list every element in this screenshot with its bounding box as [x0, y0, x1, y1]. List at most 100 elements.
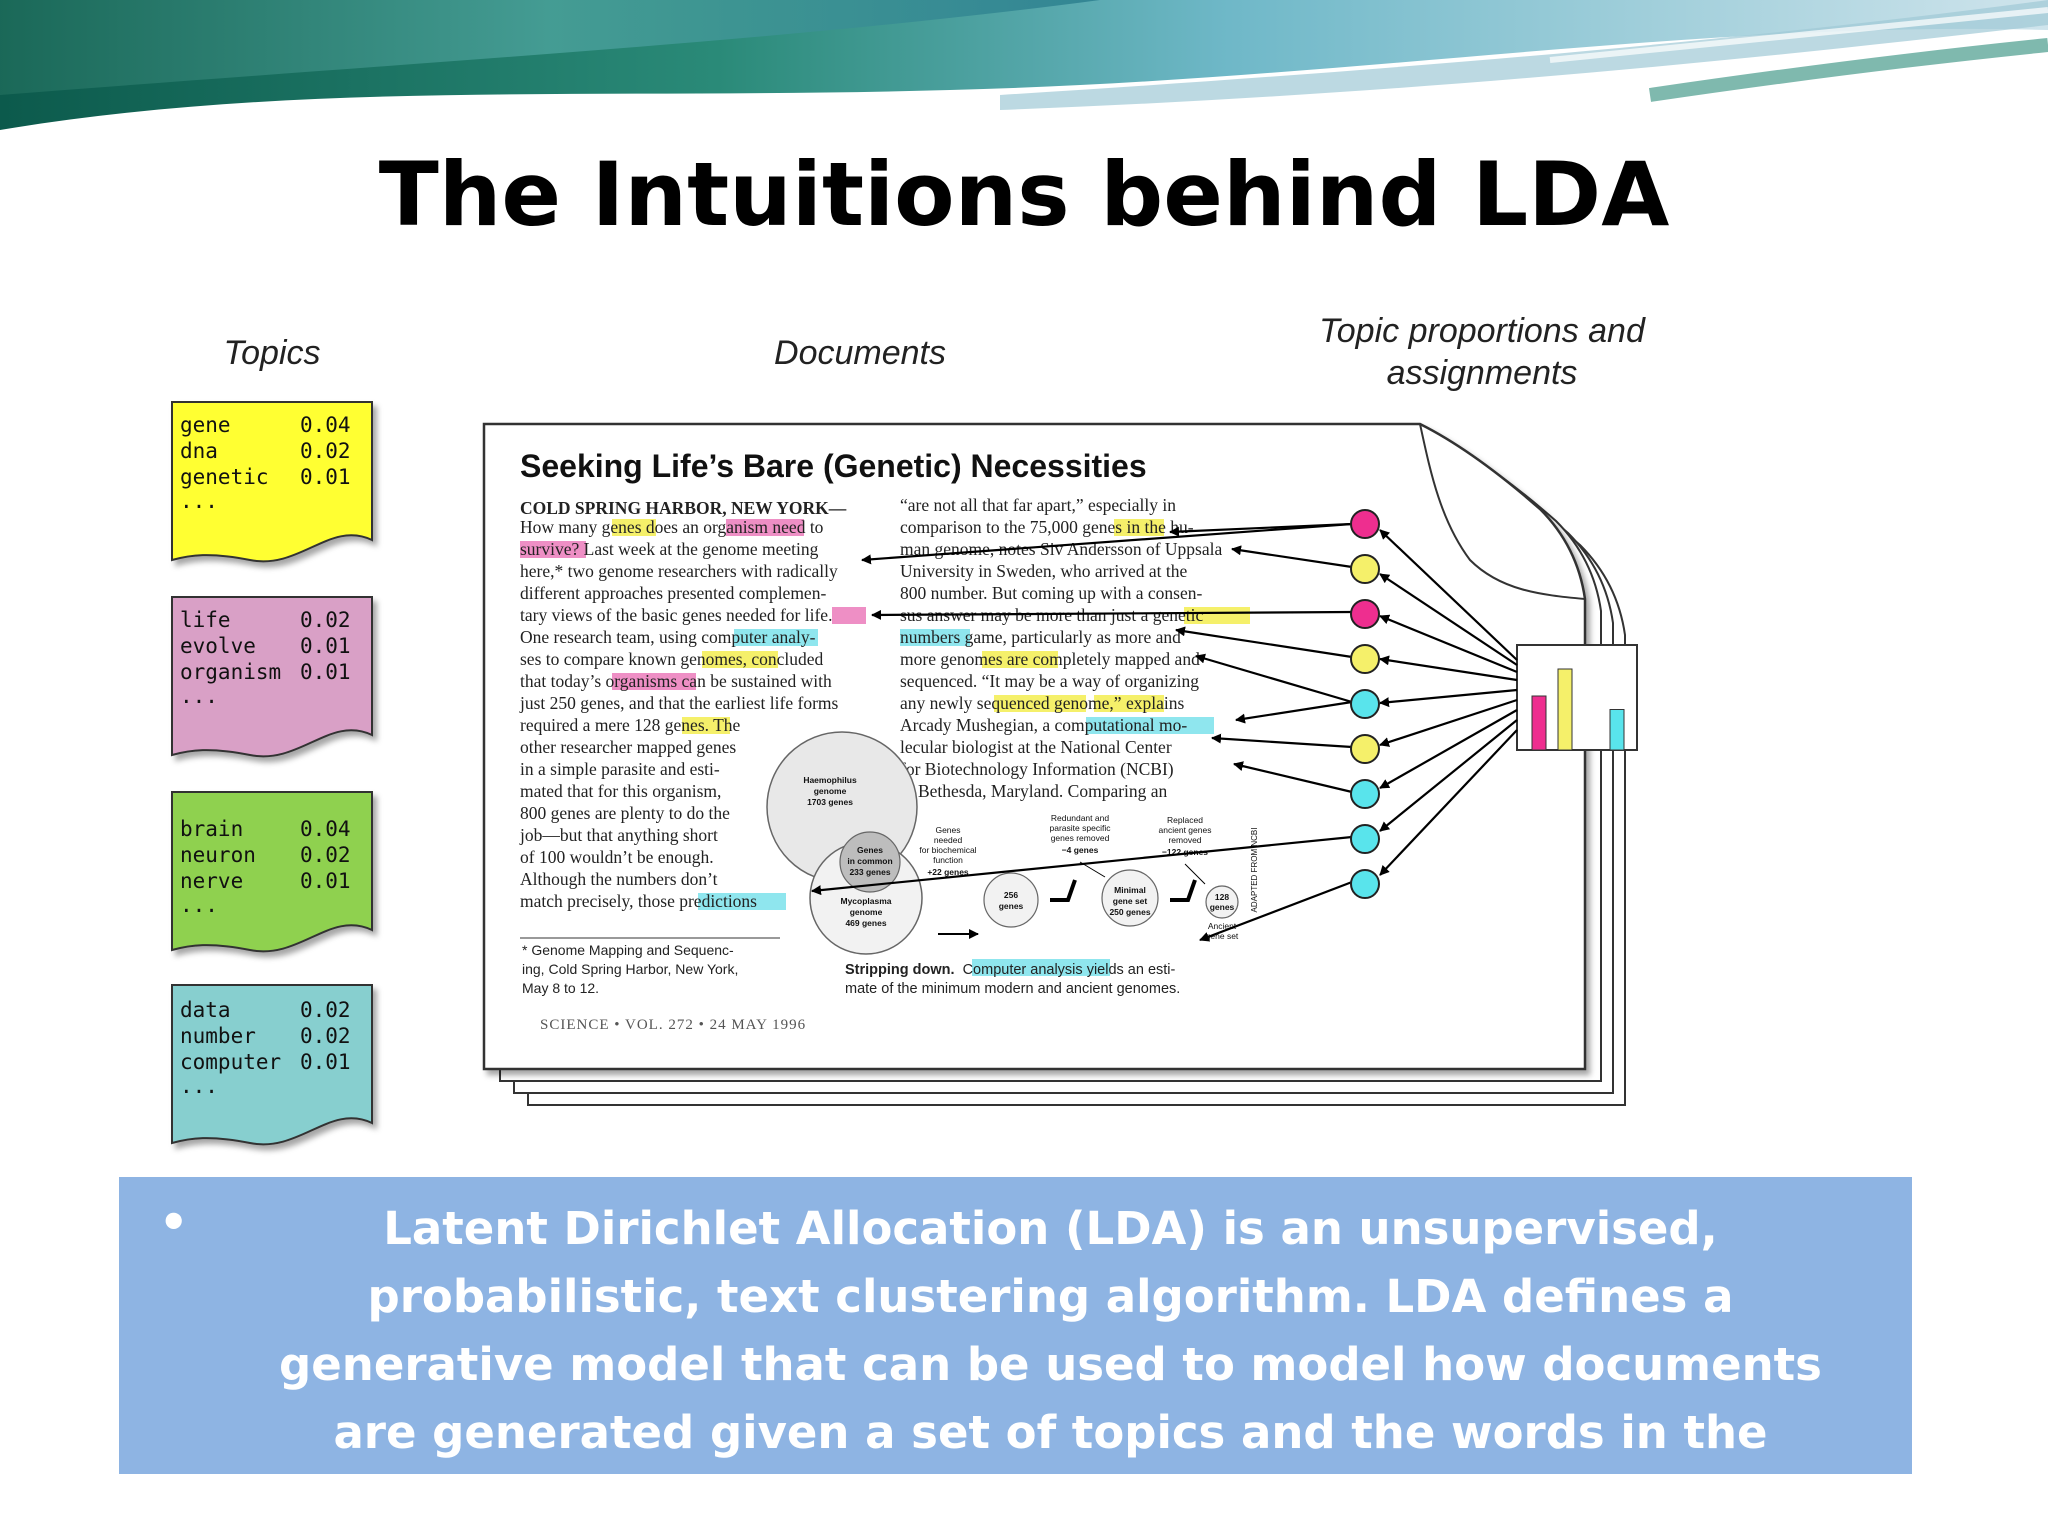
topic-word: computer	[180, 1050, 281, 1074]
topic-word: evolve	[180, 634, 256, 658]
slide-title: The Intuitions behind LDA	[378, 143, 1670, 246]
fig-note: gene set	[1206, 931, 1239, 941]
article-line: here,* two genome researchers with radic…	[520, 561, 838, 581]
topic-word: number	[180, 1024, 256, 1048]
topic-ellipsis: ...	[180, 684, 218, 708]
article-line: numbers game, particularly as more and	[900, 627, 1181, 647]
fig-label: genome	[814, 786, 847, 796]
fig-label: 128	[1215, 892, 1229, 902]
article-line: 800 genes are plenty to do the	[520, 803, 730, 823]
caption-rest: yields an esti-	[1087, 962, 1176, 978]
footnote-line: ing, Cold Spring Harbor, New York,	[522, 961, 738, 977]
topic-ellipsis: ...	[180, 893, 218, 917]
assignment-dot	[1350, 554, 1380, 584]
fig-label: genes	[1210, 902, 1235, 912]
article-line: How many genes does an organism need to	[520, 517, 824, 537]
fig-note: Genes	[935, 825, 960, 835]
article-line: for Biotechnology Information (NCBI)	[900, 759, 1174, 779]
fig-note: ancient genes	[1159, 825, 1212, 835]
article-line: sus answer may be more than just a genet…	[900, 605, 1203, 625]
topic-card-1	[171, 596, 373, 758]
article-line: required a mere 128 genes. The	[520, 715, 741, 735]
proportions-heading-line2: assignments	[1387, 354, 1578, 392]
article-line: any newly sequenced genome,” explains	[900, 693, 1184, 713]
fig-label: 233 genes	[849, 867, 890, 877]
fig-note: Replaced	[1167, 815, 1203, 825]
topic-word: organism	[180, 660, 281, 684]
footnote-line: * Genome Mapping and Sequenc-	[522, 942, 734, 958]
topic-prob: 0.02	[300, 998, 351, 1022]
article-line: ses to compare known genomes, concluded	[520, 649, 824, 669]
fig-label: Genes	[857, 845, 883, 855]
fig-label: genes	[999, 901, 1024, 911]
topic-prob: 0.01	[300, 634, 351, 658]
topic-word: neuron	[180, 843, 256, 867]
assignment-dots	[1350, 509, 1380, 899]
assignment-dot	[1350, 824, 1380, 854]
proportion-to-dot-arrows	[1379, 529, 1518, 876]
fig-label: 250 genes	[1109, 907, 1150, 917]
topic-prob: 0.02	[300, 843, 351, 867]
article-line: different approaches presented complemen…	[520, 583, 826, 603]
fig-note: Ancient	[1208, 921, 1237, 931]
topic-ellipsis: ...	[180, 1074, 218, 1098]
topic-prob: 0.01	[300, 465, 351, 489]
fig-label: in common	[847, 856, 892, 866]
topic-prob: 0.02	[300, 1024, 351, 1048]
fig-note: +22 genes	[927, 867, 969, 877]
assignment-dot	[1350, 869, 1380, 899]
fig-note: −122 genes	[1162, 847, 1208, 857]
article-line: other researcher mapped genes	[520, 737, 736, 757]
article-line: 800 number. But coming up with a consen-	[900, 583, 1202, 603]
fig-label: Haemophilus	[803, 775, 857, 785]
bullet-symbol: •	[159, 1195, 189, 1249]
article-headline: Seeking Life’s Bare (Genetic) Necessitie…	[520, 448, 1147, 484]
fig-label: 256	[1004, 890, 1018, 900]
proportions-heading-line1: Topic proportions and	[1319, 312, 1646, 350]
fig-note: −4 genes	[1062, 845, 1099, 855]
topic-prob: 0.01	[300, 869, 351, 893]
topic-prob: 0.02	[300, 439, 351, 463]
topic-word: data	[180, 998, 231, 1022]
article-line: just 250 genes, and that the earliest li…	[519, 693, 839, 713]
topic-prob: 0.01	[300, 660, 351, 684]
assignment-dot	[1350, 599, 1380, 629]
highlights	[520, 519, 1250, 976]
article-line: Although the numbers don’t	[520, 869, 718, 889]
fig-note: genes removed	[1051, 833, 1110, 843]
article-line: in Bethesda, Maryland. Comparing an	[900, 781, 1168, 801]
fig-note: function	[933, 855, 963, 865]
footnote-line: May 8 to 12.	[522, 980, 599, 996]
topic-word: nerve	[180, 869, 243, 893]
fig-label: Minimal	[1114, 885, 1146, 895]
assignment-dot	[1350, 734, 1380, 764]
article-line: that today’s organisms can be sustained …	[520, 671, 832, 691]
article-line: mated that for this organism,	[520, 781, 721, 801]
article-line: man genome, notes Siv Andersson of Uppsa…	[900, 539, 1222, 559]
proportion-bar	[1531, 695, 1547, 751]
article-line: lecular biologist at the National Center	[900, 737, 1172, 757]
caption-highlight: Computer analysis	[963, 962, 1083, 978]
fig-label: gene set	[1113, 896, 1148, 906]
fig-credit: ADAPTED FROM NCBI	[1250, 828, 1259, 913]
assignment-dot	[1350, 644, 1380, 674]
article-footer: SCIENCE • VOL. 272 • 24 MAY 1996	[540, 1017, 806, 1033]
topic-prob: 0.04	[300, 413, 351, 437]
article-line: sequenced. “It may be a way of organizin…	[900, 671, 1199, 691]
topic-card-0	[171, 401, 373, 563]
article-line: job—but that anything short	[519, 825, 718, 845]
article-line: of 100 wouldn’t be enough.	[520, 847, 714, 867]
fig-note: removed	[1168, 835, 1201, 845]
article-dateline: COLD SPRING HARBOR, NEW YORK—	[520, 498, 847, 518]
article-line: comparison to the 75,000 genes in the hu…	[900, 517, 1194, 537]
article-line: “are not all that far apart,” especially…	[900, 495, 1176, 515]
assignment-arrows	[811, 522, 1353, 942]
topic-prob: 0.02	[300, 608, 351, 632]
topic-word: dna	[180, 439, 218, 463]
genome-figure: Haemophilus genome 1703 genes Genes in c…	[766, 731, 1259, 955]
documents-heading: Documents	[774, 334, 946, 372]
bullet-box: • Latent Dirichlet Allocation (LDA) is a…	[119, 1177, 1912, 1527]
topic-proportions-chart	[1516, 644, 1638, 751]
topic-word: genetic	[180, 465, 269, 489]
fig-label: 469 genes	[845, 918, 886, 928]
